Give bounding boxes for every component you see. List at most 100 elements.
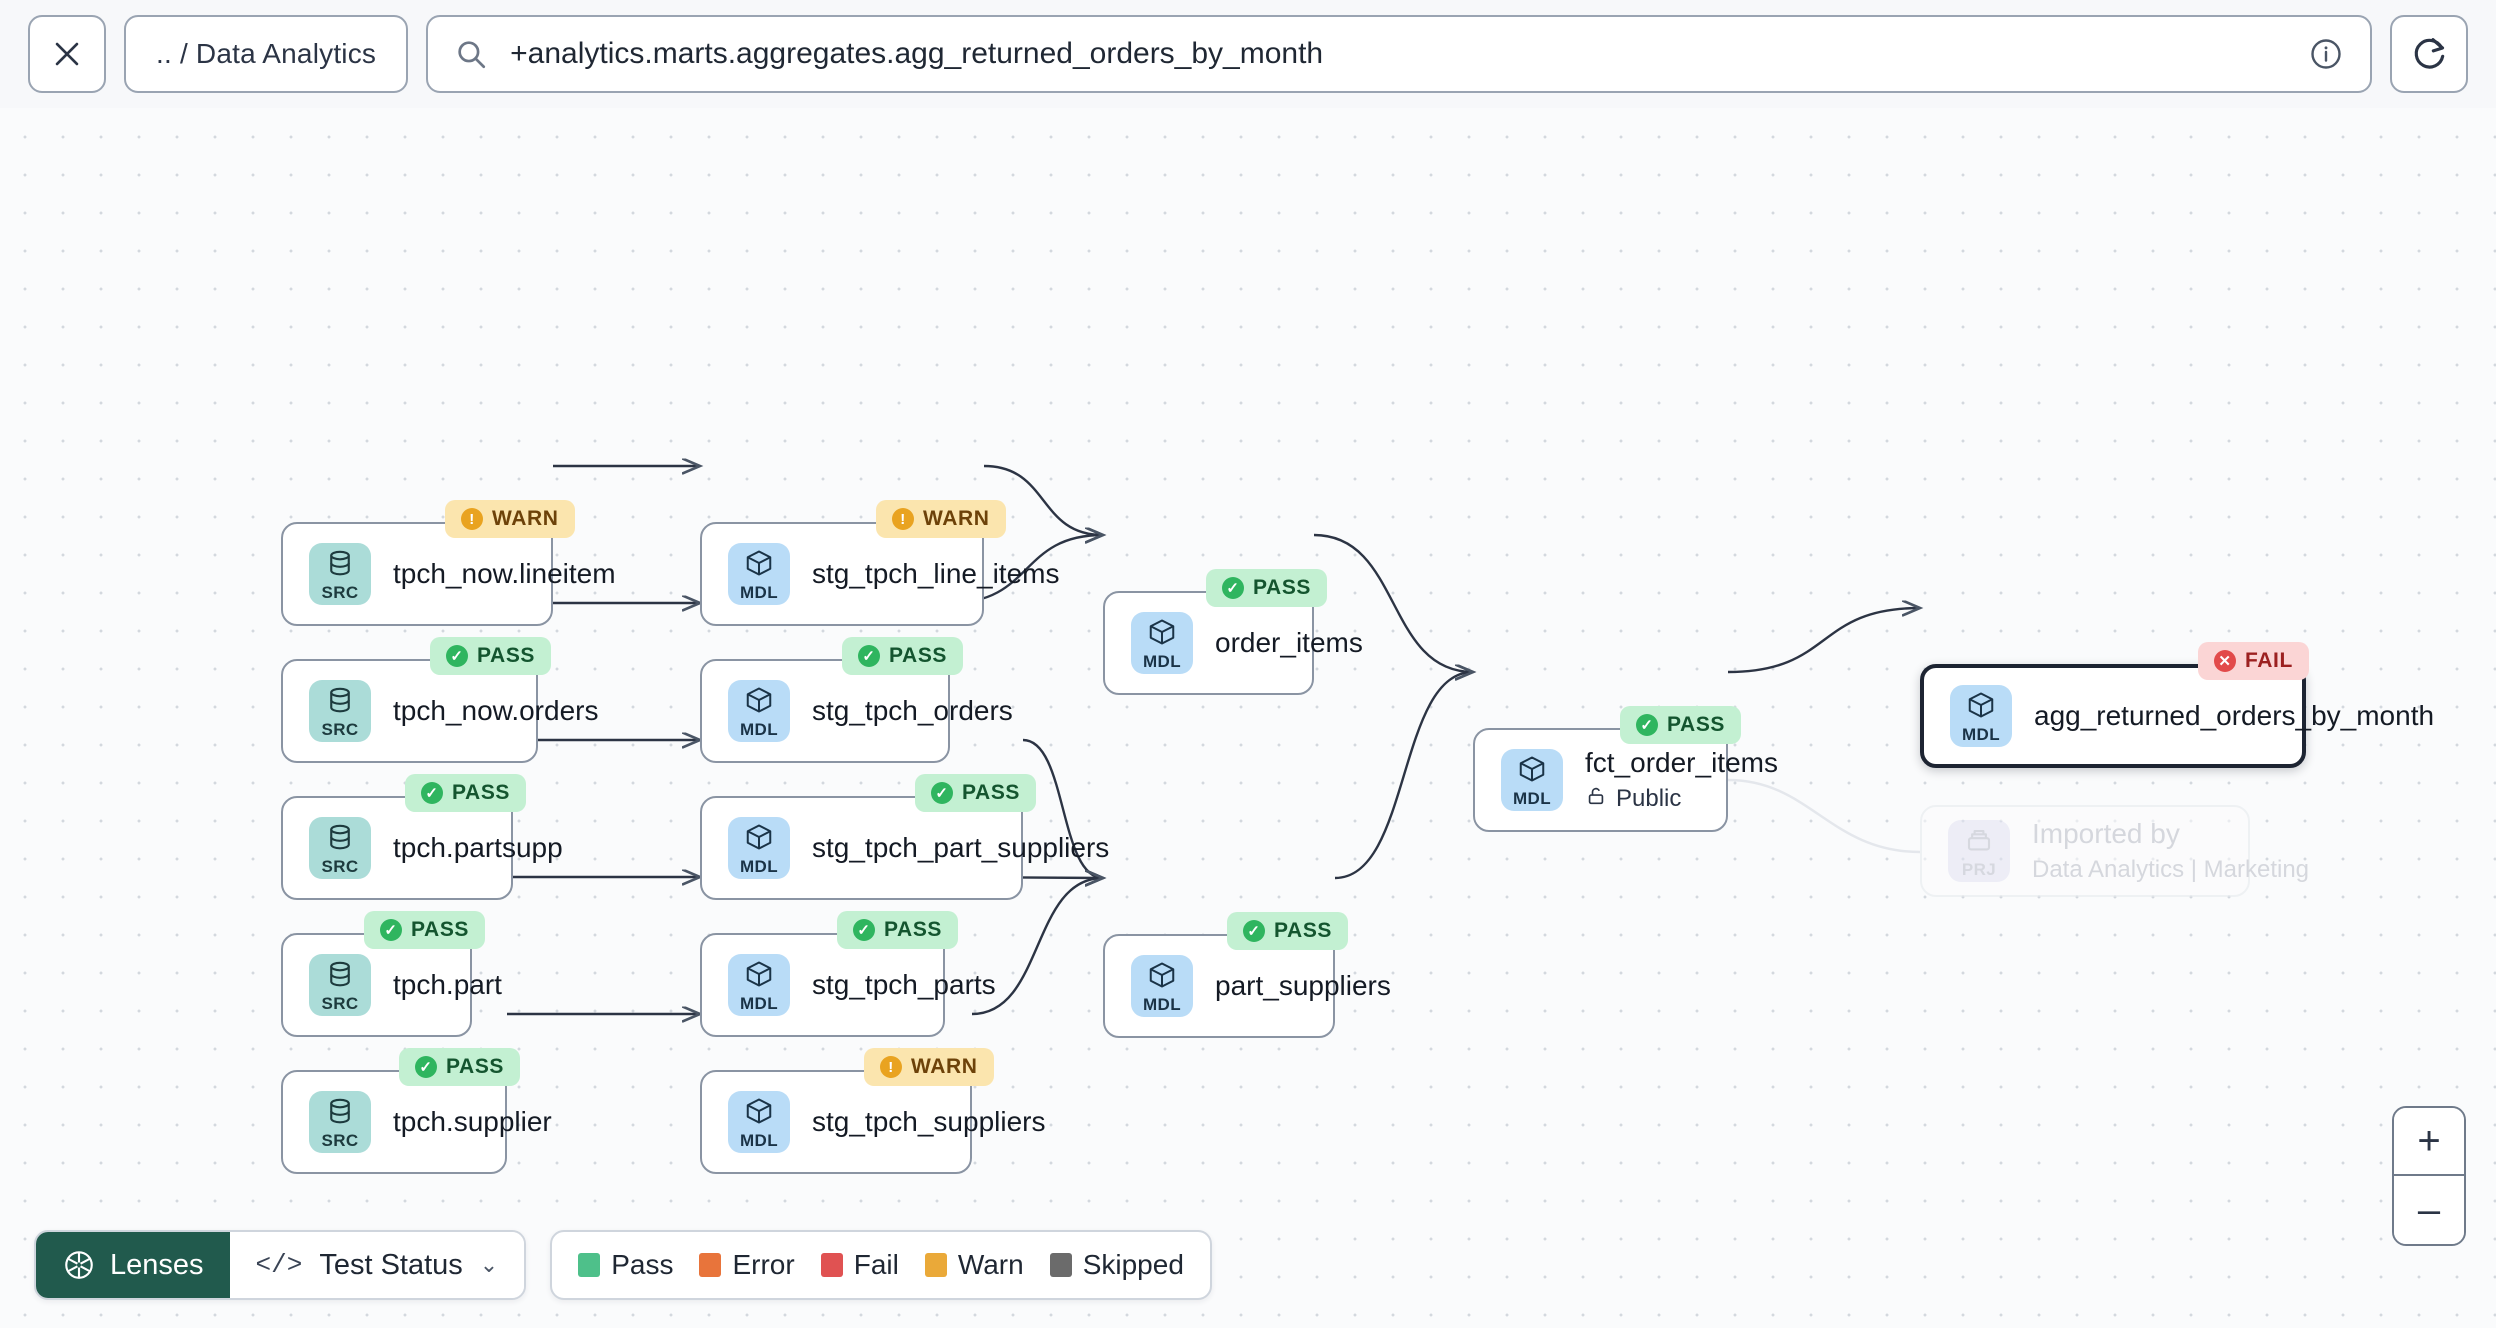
node-title: order_items (1215, 627, 1363, 658)
node-title: agg_returned_orders_by_month (2034, 700, 2435, 731)
legend-item-error[interactable]: Error (699, 1249, 795, 1281)
search-input[interactable]: +analytics.marts.aggregates.agg_returned… (510, 37, 1324, 70)
status-dot-icon: ! (880, 1056, 902, 1078)
status-badge-warn[interactable]: !WARN (864, 1048, 994, 1086)
lenses-button[interactable]: Lenses (36, 1232, 230, 1298)
node-kind-label: MDL (739, 582, 779, 602)
prj-type-badge: PRJ (1948, 820, 2010, 882)
lineage-node-stg_parts[interactable]: MDL stg_tpch_parts (700, 933, 996, 1037)
refresh-button[interactable] (2390, 15, 2468, 93)
node-title: stg_tpch_parts (812, 969, 996, 1000)
src-type-badge: SRC (309, 543, 371, 605)
status-badge-pass[interactable]: ✓PASS (405, 774, 527, 812)
status-label: WARN (492, 507, 559, 530)
mdl-icon (1147, 617, 1177, 652)
lineage-node-src_partsupp[interactable]: SRC tpch.partsupp (281, 796, 563, 900)
search-bar[interactable]: +analytics.marts.aggregates.agg_returned… (426, 15, 2372, 93)
node-title: stg_tpch_part_suppliers (812, 832, 1110, 863)
node-text: tpch.supplier (393, 1106, 552, 1138)
lineage-edge (1727, 608, 1920, 674)
legend-label: Fail (853, 1249, 899, 1280)
status-label: PASS (1667, 713, 1726, 736)
mdl-icon (1966, 690, 1996, 725)
status-badge-pass[interactable]: ✓PASS (1206, 569, 1328, 607)
status-dot-icon: ✕ (2214, 650, 2236, 672)
mdl-type-badge: MDL (1131, 955, 1193, 1017)
legend-item-warn[interactable]: Warn (924, 1249, 1024, 1281)
close-button[interactable] (28, 15, 106, 93)
legend-label: Skipped (1082, 1249, 1184, 1280)
node-title: fct_order_items (1585, 746, 1778, 778)
status-label: PASS (477, 644, 536, 667)
mdl-type-badge: MDL (728, 543, 790, 605)
status-badge-warn[interactable]: !WARN (876, 500, 1006, 538)
legend-item-fail[interactable]: Fail (820, 1249, 899, 1281)
node-text: tpch_now.lineitem (393, 558, 616, 590)
status-label: PASS (446, 1055, 505, 1078)
src-icon (325, 822, 355, 857)
node-text: tpch.partsupp (393, 832, 563, 864)
legend-label: Pass (611, 1249, 674, 1280)
node-kind-label: MDL (739, 856, 779, 876)
node-subtitle-label: Data Analytics | Marketing (2032, 856, 2310, 883)
lineage-node-part_suppliers[interactable]: MDL part_suppliers (1103, 934, 1391, 1038)
refresh-icon (2414, 38, 2445, 69)
legend-swatch (1049, 1253, 1072, 1277)
node-kind-label: MDL (1142, 994, 1182, 1014)
breadcrumb[interactable]: .. / Data Analytics (124, 15, 409, 93)
legend-label: Warn (957, 1249, 1024, 1280)
node-text: agg_returned_orders_by_month (2034, 700, 2435, 732)
lineage-edge (1334, 672, 1473, 880)
node-text: stg_tpch_orders (812, 695, 1013, 727)
status-badge-warn[interactable]: !WARN (445, 500, 575, 538)
top-toolbar: .. / Data Analytics +analytics.marts.agg… (0, 0, 2496, 108)
node-subtitle: Public (1585, 785, 1700, 814)
zoom-in-button[interactable]: + (2394, 1108, 2464, 1176)
lineage-node-stg_part_supp[interactable]: MDL stg_tpch_part_suppliers (700, 796, 1110, 900)
src-icon (325, 1096, 355, 1131)
lineage-edge (971, 878, 1103, 1016)
status-badge-pass[interactable]: ✓PASS (842, 637, 964, 675)
status-badge-pass[interactable]: ✓PASS (364, 911, 486, 949)
status-badge-pass[interactable]: ✓PASS (915, 774, 1037, 812)
legend-item-skipped[interactable]: Skipped (1049, 1249, 1184, 1281)
node-kind-label: MDL (739, 993, 779, 1013)
mdl-icon (744, 548, 774, 583)
status-badge-pass[interactable]: ✓PASS (1227, 912, 1349, 950)
lineage-edge (1313, 533, 1473, 672)
zoom-out-button[interactable]: – (2394, 1176, 2464, 1244)
node-title: stg_tpch_suppliers (812, 1106, 1046, 1137)
node-title: tpch.partsupp (393, 832, 563, 863)
status-label: WARN (923, 507, 990, 530)
src-icon (325, 548, 355, 583)
node-subtitle: Data Analytics | Marketing (2032, 856, 2309, 884)
lineage-node-src_lineitem[interactable]: SRC tpch_now.lineitem (281, 522, 616, 626)
legend-item-pass[interactable]: Pass (578, 1249, 673, 1281)
status-badge-pass[interactable]: ✓PASS (837, 911, 959, 949)
lens-select[interactable]: </> Test Status ⌄ (229, 1232, 525, 1298)
node-title: tpch_now.lineitem (393, 558, 616, 589)
info-icon[interactable] (2308, 36, 2344, 72)
src-type-badge: SRC (309, 817, 371, 879)
node-title: tpch.supplier (393, 1106, 552, 1137)
node-text: part_suppliers (1215, 970, 1391, 1002)
prj-icon (1964, 825, 1994, 860)
status-badge-pass[interactable]: ✓PASS (399, 1048, 521, 1086)
status-badge-pass[interactable]: ✓PASS (430, 637, 552, 675)
status-badge-pass[interactable]: ✓PASS (1620, 706, 1742, 744)
status-badge-fail[interactable]: ✕FAIL (2198, 642, 2309, 680)
lenses-label: Lenses (110, 1248, 204, 1281)
